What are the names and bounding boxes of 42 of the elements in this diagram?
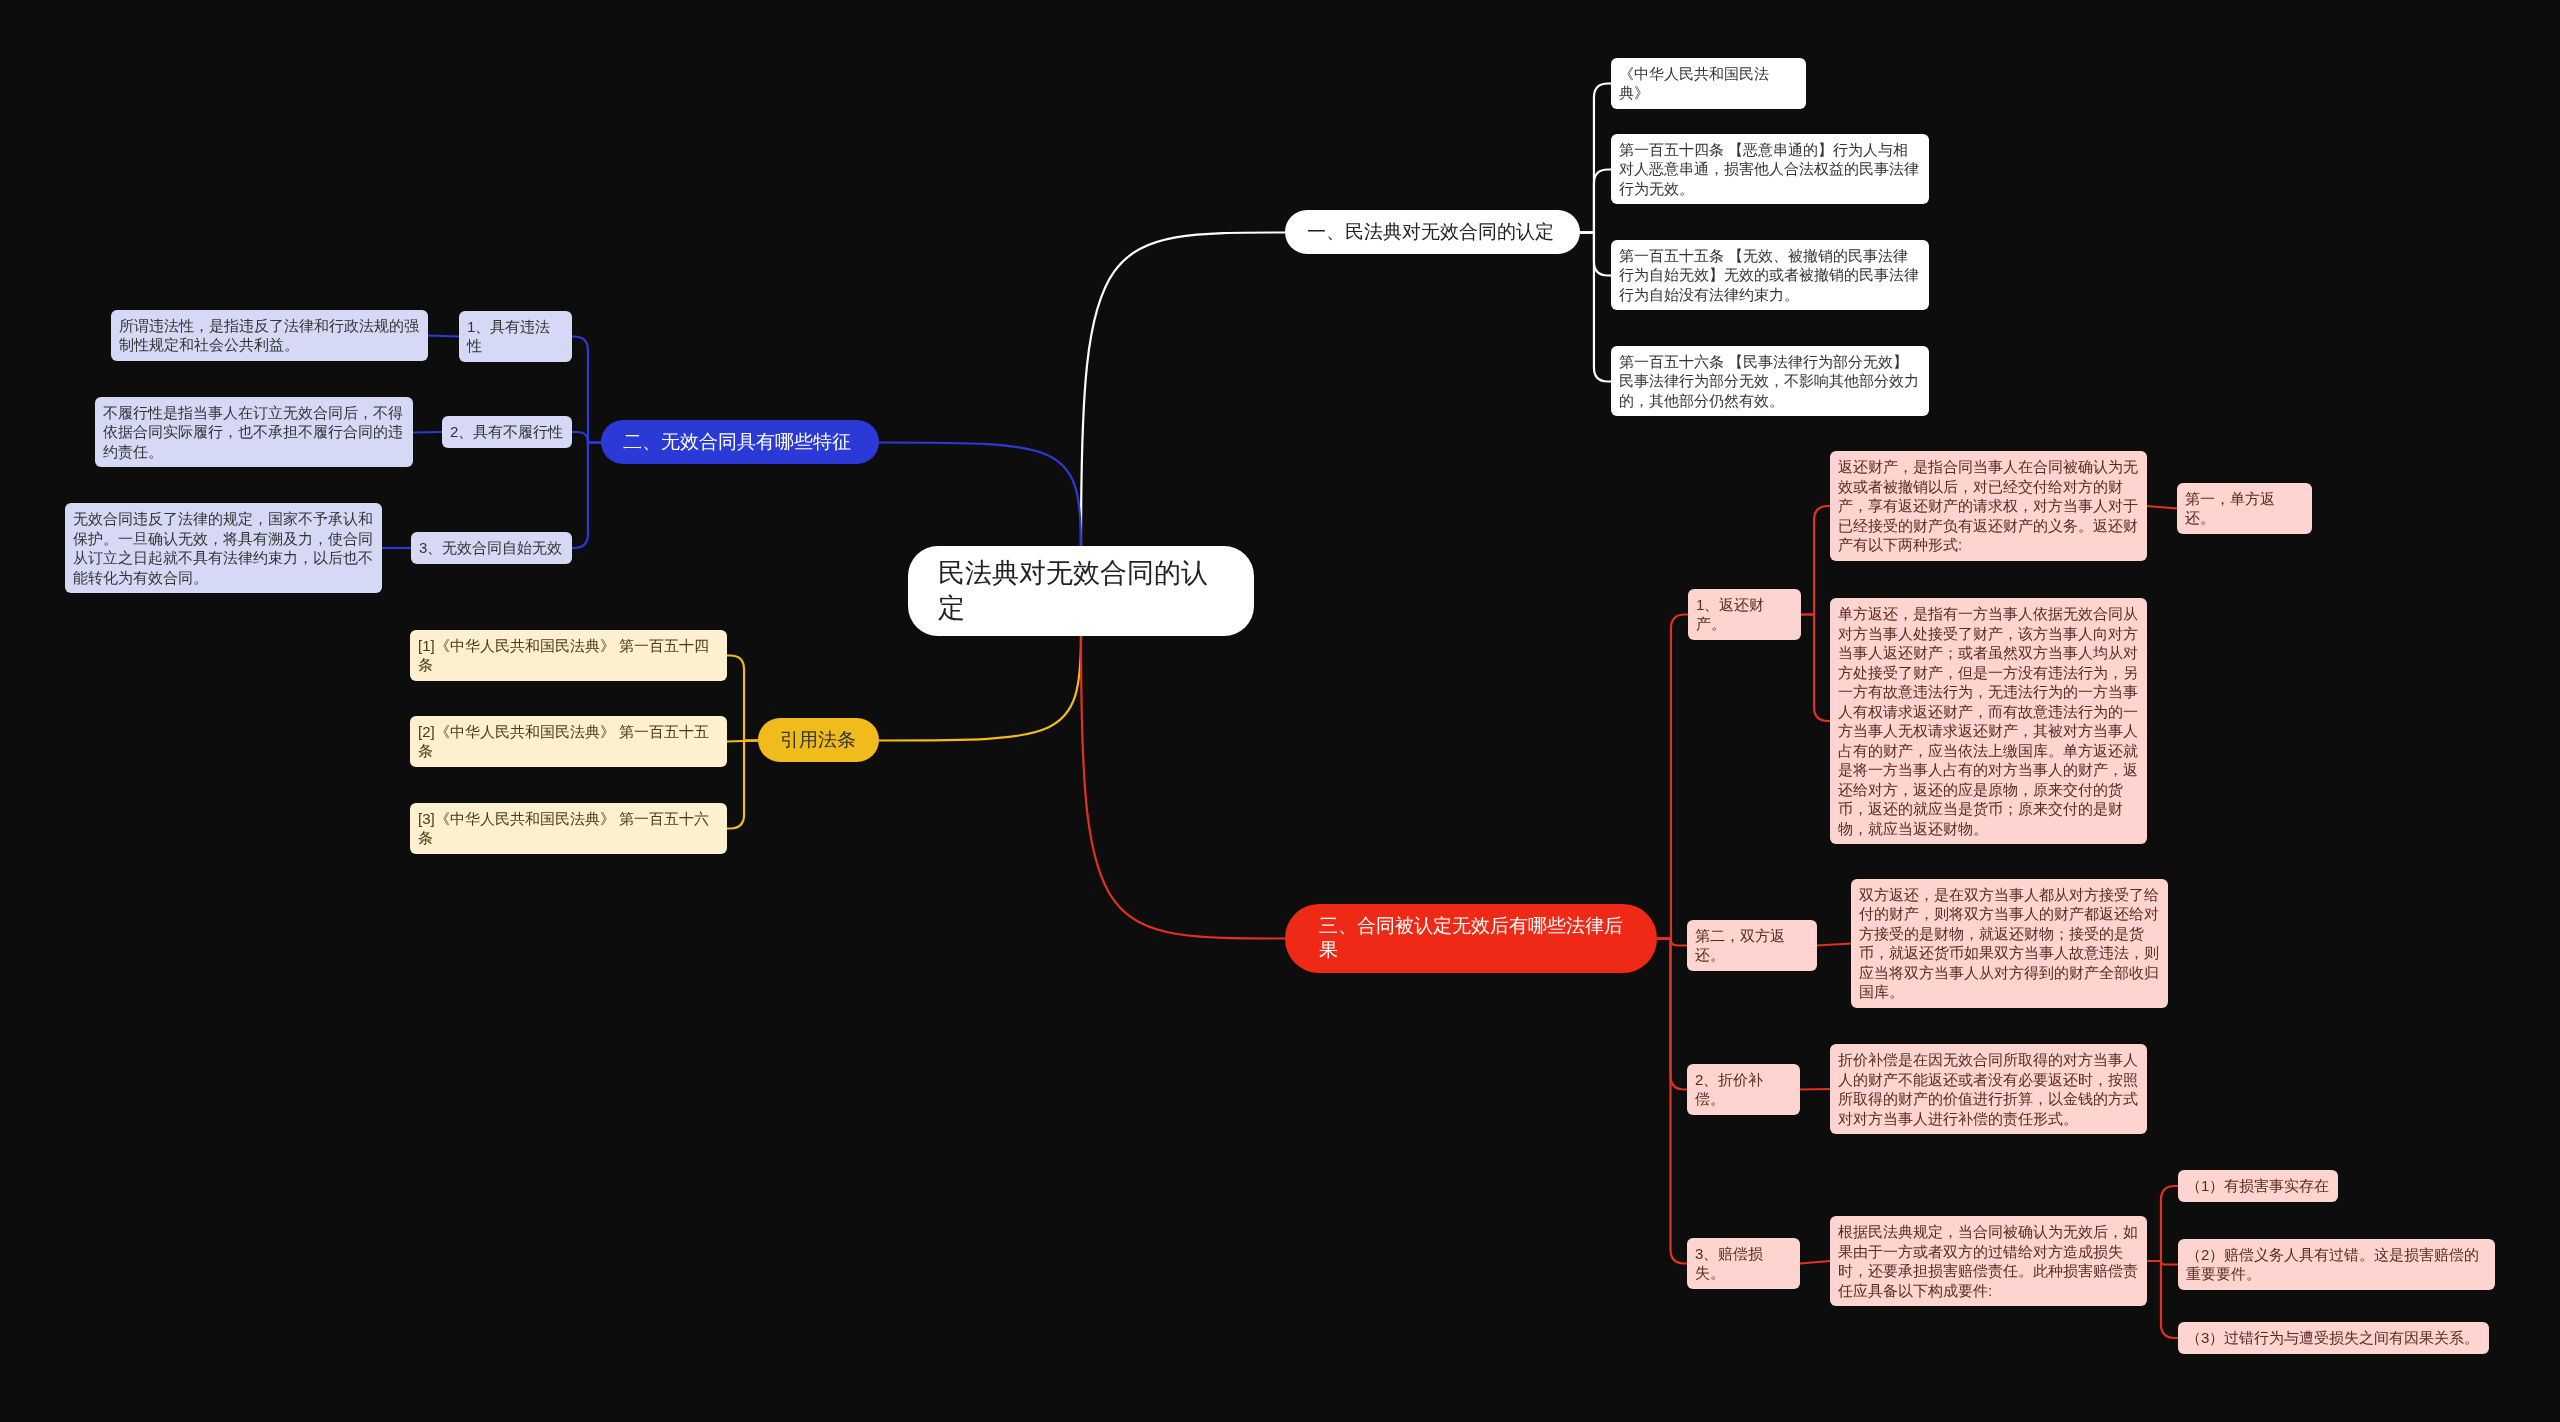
connector-line [382, 546, 411, 550]
topic-box: 根据民法典规定，当合同被确认为无效后，如果由于一方或者双方的过错给对方造成损失时，还要承担损害赔偿责任。此种损害赔偿责任应具备以下构成要件: [1830, 1216, 2147, 1306]
connector-line [1799, 1259, 1831, 1265]
branch-topic: 一、民法典对无效合同的认定 [1285, 209, 1580, 255]
topic-box: （1）有损害事实存在 [2178, 1170, 2338, 1202]
connector-line [427, 334, 460, 338]
topic-box: 单方返还，是指有一方当事人依据无效合同从对方当事人处接受了财产，该方当事人向对方当事人返还财产；或者虽然双方当事人均从对方处接受了财产，但是一方没有违法行为，另一方有故意违法行为，无违法行为的一方当事人有权请求返还财产，而有故意违法行为的一方当事人无权请求返还财产，其被对方当事人占有的财产，应当依法上缴国库。单方返还就是将一方当事人占有的对方当事人的财产，返还给对方，返还的应是原物，原来交付的货币，返还的就应当是货币；原来交付的是财物，就应当返还财物。 [1830, 598, 2147, 844]
topic-box: 不履行性是指当事人在订立无效合同后，不得依据合同实际履行，也不承担不履行合同的违约责任。 [95, 396, 413, 467]
connector-line [1799, 1087, 1831, 1091]
topic-box: [3]《中华人民共和国民法典》 第一百五十六条 [410, 802, 727, 854]
topic-box: 《中华人民共和国民法典》 [1611, 57, 1806, 109]
topic-box: （3）过错行为与遭受损失之间有因果关系。 [2178, 1322, 2489, 1354]
topic-box: 1、返还财产。 [1688, 588, 1801, 640]
central-topic: 民法典对无效合同的认定 [908, 546, 1254, 637]
topic-box: 第一百五十六条 【民事法律行为部分无效】民事法律行为部分无效，不影响其他部分效力的，其他部分仍然有效。 [1611, 345, 1929, 416]
topic-box: [1]《中华人民共和国民法典》 第一百五十四条 [410, 629, 727, 681]
topic-box: 2、折价补偿。 [1687, 1063, 1800, 1115]
topic-box: 双方返还，是在双方当事人都从对方接受了给付的财产，则将双方当事人的财产都返还给对方接受的是财物，就返还财物；接受的是货币，就返还货币如果双方当事人故意违法，则应当将双方当事人从对方得到的财产全部收归国库。 [1851, 878, 2168, 1008]
topic-box: （2）赔偿义务人具有过错。这是损害赔偿的重要要件。 [2178, 1238, 2495, 1290]
connector-line [572, 441, 601, 550]
topic-box: 无效合同违反了法律的规定，国家不予承认和保护。一旦确认无效，将具有溯及力，使合同从订立之日起就不具有法律约束力，以后也不能转化为有效合同。 [65, 503, 382, 593]
connector-line [1816, 942, 1852, 947]
connector-line [2146, 504, 2178, 510]
branch-topic: 引用法条 [758, 717, 879, 763]
connector-line [1801, 613, 1830, 723]
topic-box: 2、具有不履行性 [442, 416, 572, 448]
connector-line [413, 430, 442, 434]
topic-box: 第一百五十五条 【无效、被撤销的民事法律行为自始无效】无效的或者被撤销的民事法律行为自始没有法律约束力。 [1611, 239, 1929, 310]
topic-box: 3、无效合同自始无效 [411, 532, 572, 564]
topic-box: 折价补偿是在因无效合同所取得的对方当事人人的财产不能返还或者没有必要返还时，按照所取得的财产的价值进行折算，以金钱的方式对对方当事人进行补偿的责任形式。 [1830, 1044, 2147, 1134]
topic-box: 1、具有违法性 [459, 310, 572, 362]
branch-topic: 三、合同被认定无效后有哪些法律后果 [1285, 903, 1657, 973]
connector-line [1079, 636, 1285, 940]
topic-box: 第一百五十四条 【恶意串通的】行为人与相对人恶意串通，损害他人合法权益的民事法律行为无效。 [1611, 133, 1929, 204]
topic-box: 所谓违法性，是指违反了法律和行政法规的强制性规定和社会公共利益。 [111, 309, 428, 361]
topic-box: [2]《中华人民共和国民法典》 第一百五十五条 [410, 715, 727, 767]
topic-box: 返还财产，是指合同当事人在合同被确认为无效或者被撤销以后，对已经交付给对方的财产，享有返还财产的请求权，对方当事人对于已经接受的财产负有返还财产的义务。返还财产有以下两种形式: [1830, 451, 2147, 561]
connector-line [879, 441, 1083, 547]
topic-box: 第二，双方返还。 [1687, 919, 1817, 971]
topic-box: 3、赔偿损失。 [1687, 1237, 1800, 1289]
branch-topic: 二、无效合同具有哪些特征 [601, 419, 879, 465]
topic-box: 第一，单方返还。 [2177, 482, 2312, 534]
